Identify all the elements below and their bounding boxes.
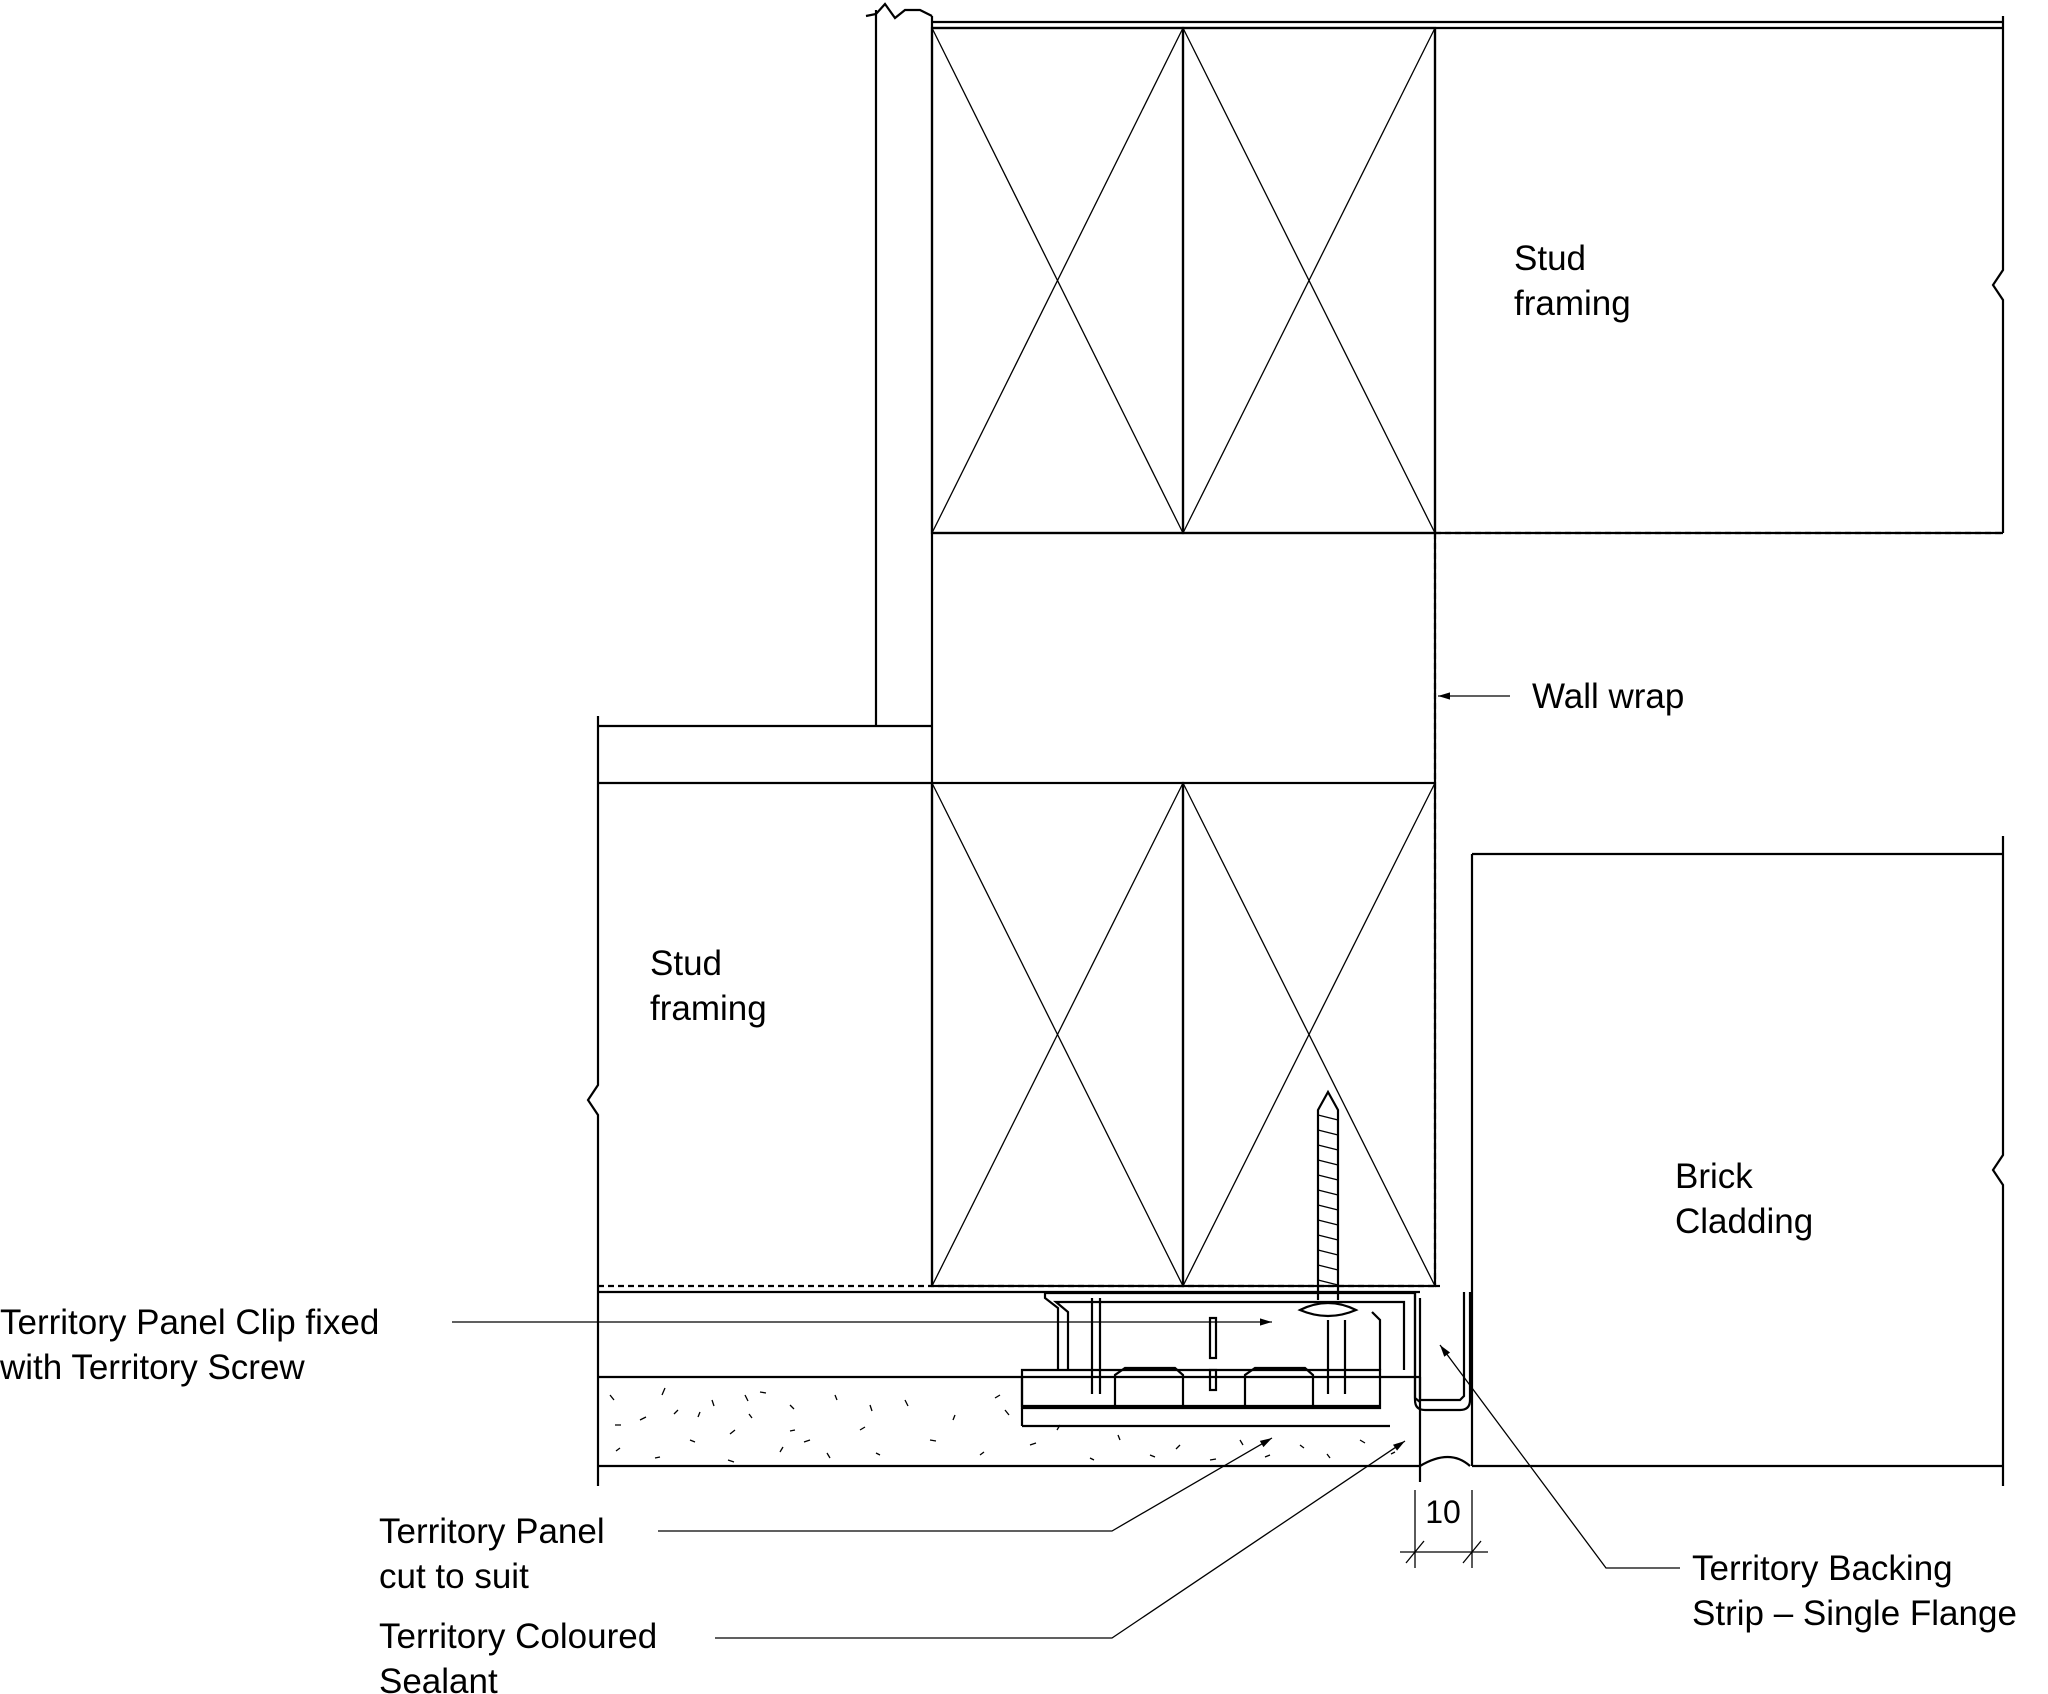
leader-lines — [452, 692, 1680, 1639]
gap-dimension: 10 — [1400, 1490, 1488, 1568]
stud-framing-left-label: Stud — [650, 944, 722, 983]
sealant-label: Territory Coloured — [379, 1617, 657, 1656]
coloured-sealant — [1418, 1455, 1471, 1482]
wall-wrap-line — [598, 531, 2003, 1288]
brick-cladding — [1470, 836, 2005, 1486]
territory-screw — [1297, 1089, 1359, 1318]
backing-strip-label: Territory Backing — [1692, 1549, 1953, 1588]
lower-timber-blocking — [930, 781, 1437, 1288]
brick-cladding-label: Brick — [1675, 1157, 1753, 1196]
upper-timber-blocking — [930, 26, 1437, 535]
middle-block — [932, 531, 1437, 783]
panel-clip — [1020, 1291, 1421, 1428]
gap-dimension-label: 10 — [1425, 1494, 1461, 1530]
wall-wrap-label: Wall wrap — [1532, 677, 1684, 716]
backing-strip-label-2: Strip – Single Flange — [1692, 1594, 2017, 1633]
territory-panel-label: Territory Panel — [379, 1512, 605, 1551]
labels: Stud framing Stud framing Wall wrap Bric… — [0, 239, 2017, 1694]
backing-strip — [1413, 1292, 1472, 1412]
territory-panel-hatch — [609, 1387, 1396, 1463]
lower-plates — [586, 716, 932, 1486]
stud-framing-top-label-2: framing — [1514, 284, 1631, 323]
territory-panel-label-2: cut to suit — [379, 1557, 529, 1596]
bottom-panel — [598, 1290, 1422, 1468]
sealant-label-2: Sealant — [379, 1662, 498, 1694]
panel-clip-label: Territory Panel Clip fixed — [0, 1303, 379, 1342]
stud-framing-left-label-2: framing — [650, 989, 767, 1028]
brick-cladding-label-2: Cladding — [1675, 1202, 1813, 1241]
panel-clip-label-2: with Territory Screw — [0, 1348, 305, 1387]
stud-framing-top-label: Stud — [1514, 239, 1586, 278]
